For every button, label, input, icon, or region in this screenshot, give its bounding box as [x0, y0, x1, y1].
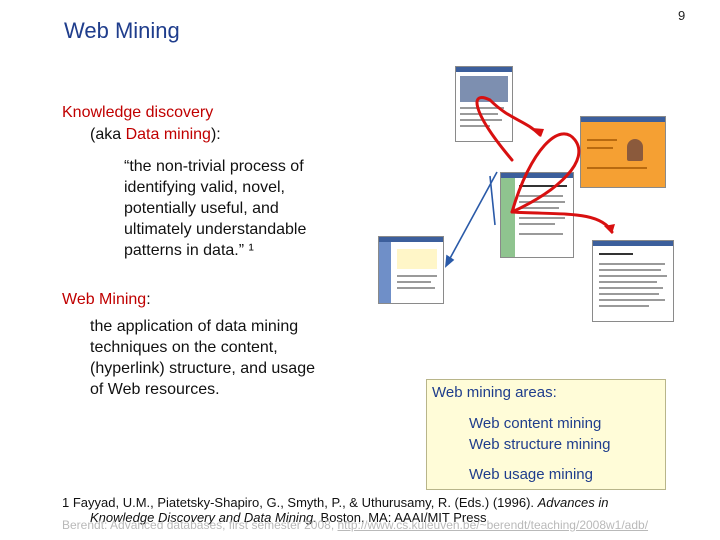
footnote: 1 Fayyad, U.M., Piatetsky-Shapiro, G., S… [62, 495, 702, 525]
footer-link[interactable]: http://www.cs.kuleuven.be/~berendt/teach… [337, 518, 649, 532]
areas-title-text: Web mining areas [432, 384, 553, 401]
definition-line: the application of data mining [90, 318, 299, 335]
aka-prefix: (aka [90, 126, 126, 143]
blue-link-arrow [489, 175, 496, 226]
quote-line: identifying valid, novel, [124, 179, 285, 196]
footer-text: Berendt: Advanced databases, first semes… [62, 518, 338, 532]
aka-line: (aka Data mining): [90, 126, 221, 144]
areas-title-colon: : [552, 384, 557, 401]
aka-suffix: ): [210, 126, 221, 143]
web-mining-colon: : [146, 291, 151, 308]
webpage-thumbnail-top [455, 66, 513, 142]
quote-line: ultimately understandable [124, 221, 307, 238]
area-content-mining: Web content mining [469, 415, 602, 432]
footnote-text: Fayyad, U.M., Piatetsky-Shapiro, G., Smy… [69, 495, 538, 510]
red-link-arrow [475, 96, 542, 162]
aka-term: Data mining [125, 126, 211, 143]
slide-title: Web Mining [64, 18, 180, 43]
footnote-publisher: Boston, MA: AAAI/MIT Press [316, 510, 487, 525]
quote-line: “the non-trivial process of [124, 158, 304, 175]
quote-line: patterns in data.” ¹ [124, 242, 254, 259]
page-number: 9 [678, 8, 686, 23]
web-mining-term: Web Mining [62, 291, 147, 308]
red-arrowhead [604, 224, 615, 234]
quote-line: potentially useful, and [124, 200, 279, 217]
webpage-thumbnail-bottom-right [592, 240, 674, 322]
area-structure-mining: Web structure mining [469, 436, 611, 453]
definition-line: (hyperlink) structure, and usage [90, 360, 315, 377]
area-usage-mining: Web usage mining [469, 466, 593, 483]
web-mining-heading: Web Mining: [62, 291, 151, 309]
footnote-book-title: Advances in [537, 495, 609, 510]
definition-line: of Web resources. [90, 381, 220, 398]
webpage-thumbnail-left [378, 236, 444, 304]
web-mining-definition: the application of data mining technique… [90, 316, 390, 400]
red-link-arrow [510, 132, 581, 214]
definition-line: techniques on the content, [90, 339, 278, 356]
red-link-arrow [510, 210, 614, 234]
blue-link-arrow [447, 171, 498, 263]
knowledge-discovery-heading: Knowledge discovery [62, 104, 214, 121]
web-mining-areas-box [426, 379, 666, 490]
kdd-definition-quote: “the non-trivial process of identifying … [124, 156, 374, 261]
red-arrowhead [532, 128, 544, 137]
blue-arrowhead [445, 254, 455, 268]
slide-footer: Berendt: Advanced databases, first semes… [62, 518, 648, 532]
footnote-line-2: Knowledge Discovery and Data Mining. Bos… [62, 510, 702, 525]
footnote-marker: 1 [62, 495, 70, 510]
areas-title: Web mining areas: [432, 384, 557, 401]
footnote-book-title-cont: Knowledge Discovery and Data Mining. [90, 510, 317, 525]
